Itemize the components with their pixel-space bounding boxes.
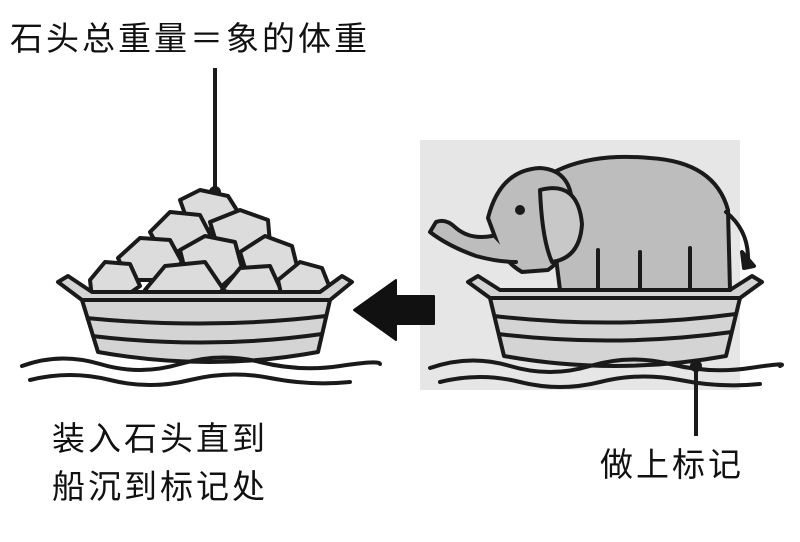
- mark-leader-dot: [690, 360, 702, 372]
- left-boat-icon: [56, 274, 354, 364]
- equation-label: 石头总重量＝象的体重: [10, 19, 370, 58]
- left-arrow-icon: [353, 279, 435, 341]
- mark-label: 做上标记: [600, 445, 744, 484]
- left-caption-line-2: 船沉到标记处: [52, 467, 268, 506]
- elephant-icon: [428, 154, 756, 292]
- stone-pile-icon: [88, 188, 332, 302]
- left-water-icon: [20, 355, 382, 387]
- left-caption-line-1: 装入石头直到: [52, 419, 268, 458]
- right-boat-icon: [466, 274, 764, 368]
- right-water-icon: [428, 357, 784, 389]
